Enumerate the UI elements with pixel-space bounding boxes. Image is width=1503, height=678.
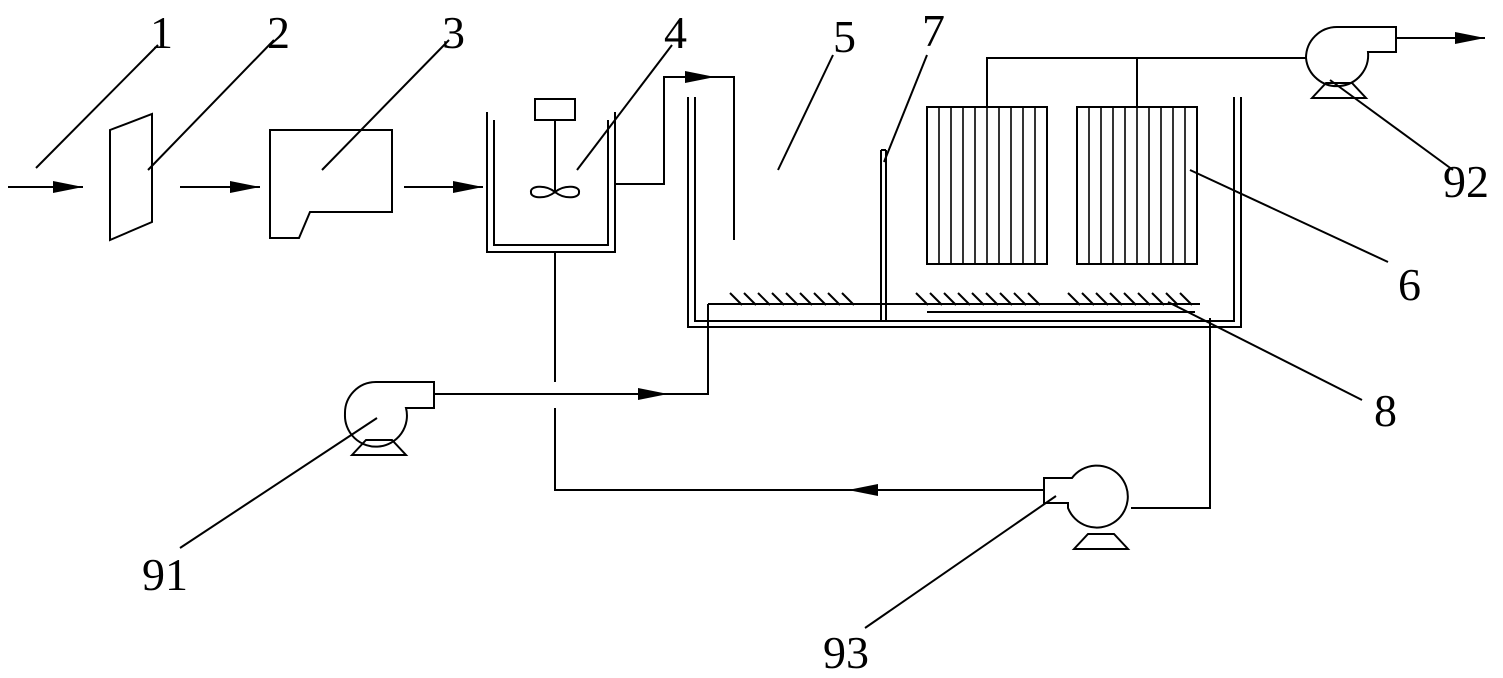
label-93: 93 [823,627,869,678]
label-6: 6 [1398,259,1421,310]
air-riser [668,321,709,395]
regulating-tank [269,129,393,239]
pump-93-icon [1043,464,1131,550]
mixing-tank [486,98,616,253]
recirculation-pipe [554,408,848,491]
agitator-icon [530,185,580,199]
leader-1 [35,44,159,169]
permeate-manifold [986,57,1307,107]
label-8: 8 [1374,385,1397,436]
pump-92-icon [1304,26,1397,99]
leader-4 [576,44,673,171]
label-7: 7 [922,5,945,56]
overflow-pipe [615,71,715,185]
label-5: 5 [833,11,856,62]
mbr-tank-inner [694,97,1235,322]
leader-91 [179,417,378,549]
label-2: 2 [267,7,290,58]
leader-93 [864,495,1057,629]
leader-3 [321,39,450,171]
leader-6 [1189,169,1389,263]
label-1: 1 [150,7,173,58]
leader-5 [777,54,834,171]
membrane-module-right [1076,106,1198,265]
membrane-module-left [926,106,1048,265]
inlet-baffle [690,76,735,240]
aeration-diffusers [707,292,1200,321]
leader-2 [147,39,275,171]
label-4: 4 [664,7,687,58]
pump-91-icon [343,381,435,456]
label-91: 91 [142,549,188,600]
screen-unit [109,112,153,242]
mbr-tank-outer [687,97,1242,328]
recirculation-return [1131,318,1211,509]
label-92: 92 [1443,156,1489,207]
leader-8 [1167,301,1363,401]
leader-7 [883,54,928,163]
label-3: 3 [442,7,465,58]
leader-92 [1329,79,1454,171]
